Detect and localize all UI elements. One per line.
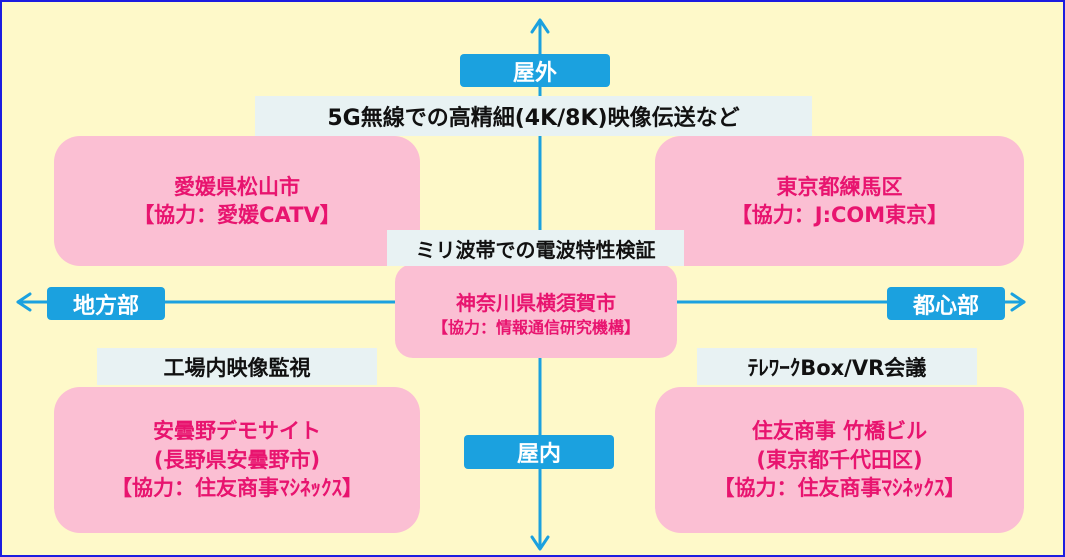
card-azumino-location: (長野県安曇野市) [153, 447, 321, 472]
axis-label-rural: 地方部 [47, 287, 165, 320]
card-takebashi: 住友商事 竹橋ビル (東京都千代田区) 【協力：住友商事ﾏｼﾈｯｸｽ】 [655, 387, 1024, 533]
card-takebashi-partner: 【協力：住友商事ﾏｼﾈｯｸｽ】 [713, 476, 966, 501]
arrow-down-icon [530, 535, 550, 551]
caption-telework-vr: ﾃﾚﾜｰｸBox/VR会議 [697, 348, 977, 385]
arrow-right-icon [1010, 292, 1026, 312]
axis-label-urban: 都心部 [887, 287, 1005, 320]
caption-mmwave-verification: ミリ波帯での電波特性検証 [387, 230, 684, 266]
card-nerima-partner: 【協力：J:COM東京】 [730, 203, 949, 227]
card-azumino: 安曇野デモサイト (長野県安曇野市) 【協力：住友商事ﾏｼﾈｯｸｽ】 [54, 387, 420, 533]
card-takebashi-location: (東京都千代田区) [756, 447, 923, 472]
card-azumino-partner: 【協力：住友商事ﾏｼﾈｯｸｽ】 [111, 476, 363, 501]
axis-label-outdoor: 屋外 [460, 54, 610, 87]
card-nerima-location: 東京都練馬区 [776, 174, 903, 199]
arrow-left-icon [16, 292, 32, 312]
card-yokosuka-partner: 【協力：情報通信研究機構】 [431, 317, 640, 337]
axis-label-indoor: 屋内 [464, 435, 614, 469]
card-matsuyama-location: 愛媛県松山市 [174, 174, 300, 199]
caption-factory-monitoring: 工場内映像監視 [97, 348, 377, 385]
card-azumino-site: 安曇野デモサイト [153, 419, 321, 444]
card-nerima: 東京都練馬区 【協力：J:COM東京】 [655, 136, 1024, 266]
arrow-up-icon [530, 18, 550, 34]
card-yokosuka-location: 神奈川県横須賀市 [456, 290, 616, 315]
card-yokosuka: 神奈川県横須賀市 【協力：情報通信研究機構】 [395, 264, 677, 358]
card-matsuyama-partner: 【協力：愛媛CATV】 [133, 203, 341, 227]
caption-4k8k-transmission: 5G無線での高精細(4K/8K)映像伝送など [255, 96, 812, 136]
card-takebashi-site: 住友商事 竹橋ビル [751, 419, 928, 444]
card-matsuyama: 愛媛県松山市 【協力：愛媛CATV】 [54, 136, 420, 266]
